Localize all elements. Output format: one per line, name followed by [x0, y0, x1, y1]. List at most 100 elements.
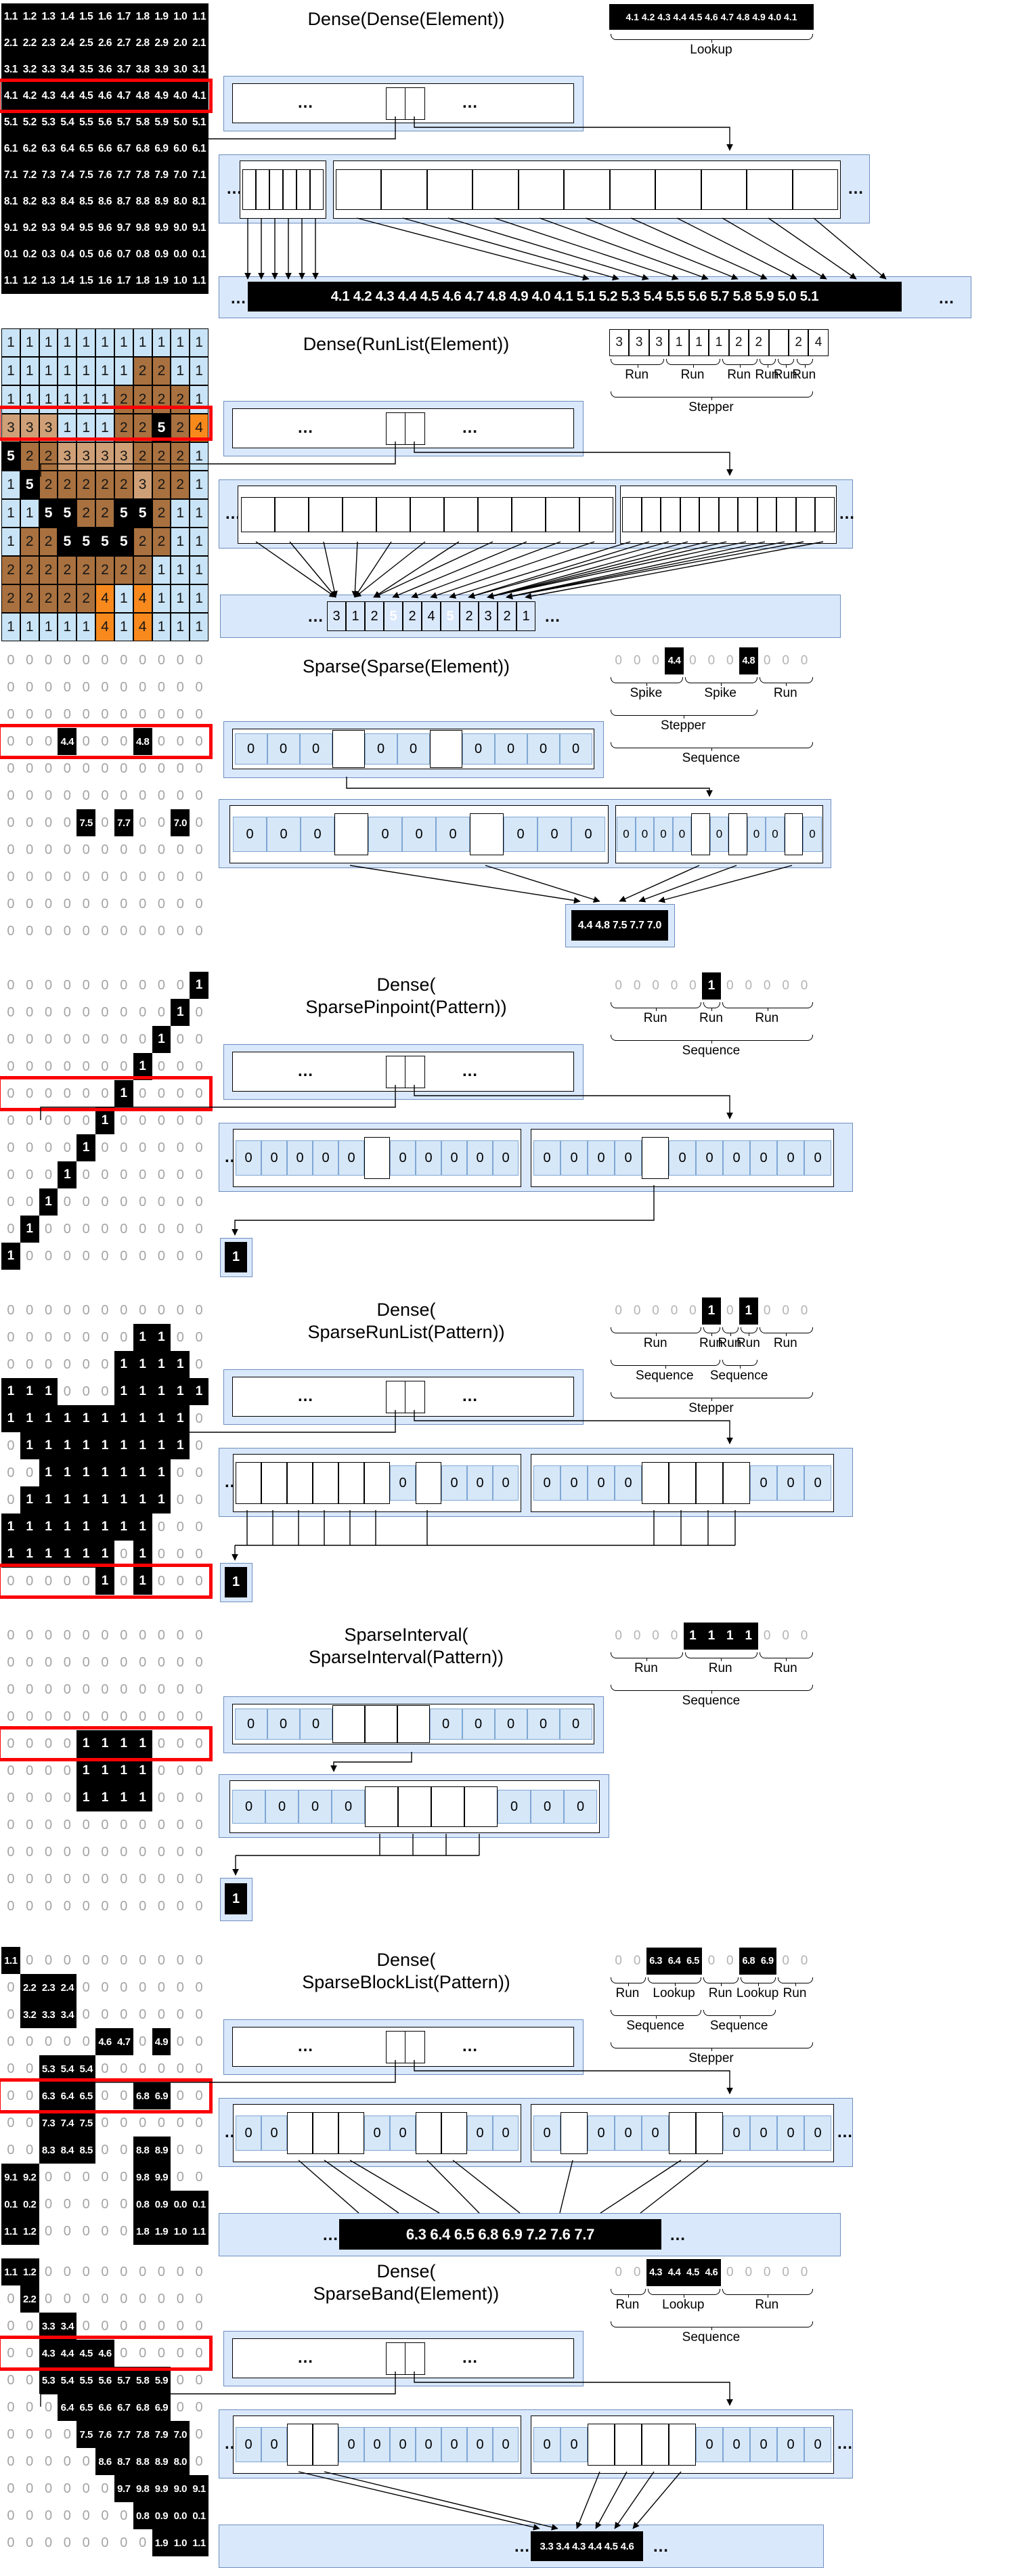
strip-cell: 0: [763, 1629, 771, 1643]
matrix-cell: 0: [82, 1709, 90, 1724]
strip-cell: 4.4: [665, 647, 684, 674]
matrix-cell: 4.1: [192, 89, 206, 102]
matrix-cell: 1: [190, 528, 208, 556]
matrix-cell: 1: [114, 1730, 133, 1757]
matrix-cell: 0: [176, 733, 184, 749]
matrix-cell: 4.6: [95, 2340, 114, 2367]
matrix-cell: 0: [63, 815, 71, 830]
matrix-cell: 5.6: [95, 2367, 114, 2394]
diagram-cell: 2: [498, 601, 516, 631]
matrix-cell: 0: [101, 1844, 109, 1860]
matrix-cell: 0: [195, 842, 203, 857]
matrix-cell: 0: [26, 1844, 34, 1860]
matrix-cell: 1: [133, 1514, 152, 1541]
matrix-cell: 1.8: [135, 10, 150, 22]
strip-cell: 4: [808, 329, 829, 356]
title-line: Dense(: [376, 1950, 436, 1970]
matrix-cell: 0: [82, 1979, 90, 1995]
strip-cell: 0: [782, 1629, 789, 1643]
matrix-cell: 1: [20, 1486, 39, 1514]
matrix-cell: 0.4: [60, 248, 74, 260]
brace-label: Run: [783, 1986, 807, 2000]
strip-cell: 1: [669, 329, 689, 356]
matrix-cell: 0: [195, 1438, 203, 1453]
diagram-cell: 0: [533, 1465, 561, 1501]
matrix-cell: 0: [82, 1952, 90, 1968]
matrix-cell: 0: [176, 1763, 184, 1778]
matrix-cell: 0: [195, 1790, 203, 1805]
matrix-cell: 0: [101, 2264, 109, 2279]
level1-inner-box: … …: [232, 1052, 574, 1092]
matrix-cell: 1: [133, 1351, 152, 1378]
matrix-cell: 0: [7, 1058, 15, 1074]
matrix-cell: 0: [101, 923, 109, 939]
matrix-cell: 1: [58, 1432, 77, 1459]
pointer-cell: [386, 1055, 406, 1088]
brace: [647, 1977, 702, 1986]
matrix-cell: 0: [195, 1167, 203, 1182]
matrix-cell: 0: [7, 1113, 15, 1128]
matrix-cell: 1: [76, 1784, 96, 1811]
matrix-cell: 0: [44, 923, 53, 939]
matrix-cell: 0: [44, 1356, 53, 1372]
matrix-cell: 1: [152, 584, 171, 613]
matrix-cell: 0: [139, 1952, 147, 1968]
matrix-cell: 8.8: [133, 2448, 152, 2475]
pointer-slot-cell: [334, 813, 368, 855]
matrix-cell: 1: [171, 556, 190, 584]
matrix-cell: 0: [157, 2345, 165, 2361]
matrix-cell: 0: [63, 1654, 71, 1670]
highlight-row-outline: [0, 1564, 213, 1599]
matrix-cell: 0: [26, 2318, 34, 2334]
matrix-cell: 0: [120, 1031, 128, 1047]
diagram-cell: 2: [460, 601, 479, 631]
pointer-slot-cell: [518, 169, 565, 210]
matrix-cell: 2: [133, 442, 152, 471]
strip-cell: 0: [633, 1954, 641, 1968]
matrix-cell: 7.5: [76, 2109, 96, 2137]
matrix-cell: 7.5: [76, 2421, 96, 2448]
matrix-cell: 1: [95, 1486, 114, 1514]
matrix-cell: 0: [7, 1492, 15, 1507]
brace-label: Stepper: [688, 1401, 734, 1415]
matrix-cell: 0: [176, 1817, 184, 1832]
matrix-cell: 0: [44, 2034, 53, 2049]
matrix-cell: 0.2: [20, 2191, 39, 2218]
matrix-cell: 0: [63, 1681, 71, 1697]
matrix-cell: 0: [7, 2034, 15, 2049]
matrix-cell: 0: [26, 1573, 34, 1589]
matrix-cell: 0: [82, 1031, 90, 1047]
matrix-cell: 0: [139, 1194, 147, 1209]
strip-cell: 2: [788, 329, 809, 356]
matrix-cell: 0: [82, 1383, 90, 1399]
matrix-cell: 0: [139, 1302, 147, 1318]
matrix-cell: 0: [82, 788, 90, 803]
matrix-cell: 0: [195, 2034, 203, 2049]
matrix-cell: 0: [120, 1844, 128, 1860]
matrix-cell: 2.2: [20, 1974, 39, 2001]
matrix-cell: 0: [63, 869, 71, 884]
brace-label: Run: [773, 368, 797, 382]
strip-cell: 0: [782, 1954, 789, 1968]
matrix-cell: 0: [7, 2115, 15, 2130]
matrix-cell: 0: [120, 2006, 128, 2022]
matrix-cell: 0: [26, 788, 34, 803]
matrix-cell: 0: [120, 1627, 128, 1643]
pointer-slot-cell: [696, 2112, 723, 2154]
pointer-slot-cell: [470, 813, 504, 855]
diagram-cell: 0: [441, 1140, 467, 1176]
matrix-cell: 0: [44, 733, 53, 749]
matrix-cell: 0: [157, 2264, 165, 2279]
pointer-slot-cell: [691, 813, 710, 855]
matrix-cell: 2.3: [41, 37, 56, 49]
matrix-cell: 1: [133, 1432, 152, 1459]
matrix-cell: 0: [7, 2426, 15, 2442]
matrix-cell: 0: [101, 1383, 109, 1399]
matrix-cell: 0: [44, 1004, 53, 1020]
matrix-cell: 0: [63, 1573, 71, 1589]
matrix-cell: 0: [26, 1113, 34, 1128]
matrix-cell: 6.9: [152, 2394, 171, 2421]
matrix-cell: 0: [157, 760, 165, 776]
matrix-cell: 0: [101, 1898, 109, 1914]
